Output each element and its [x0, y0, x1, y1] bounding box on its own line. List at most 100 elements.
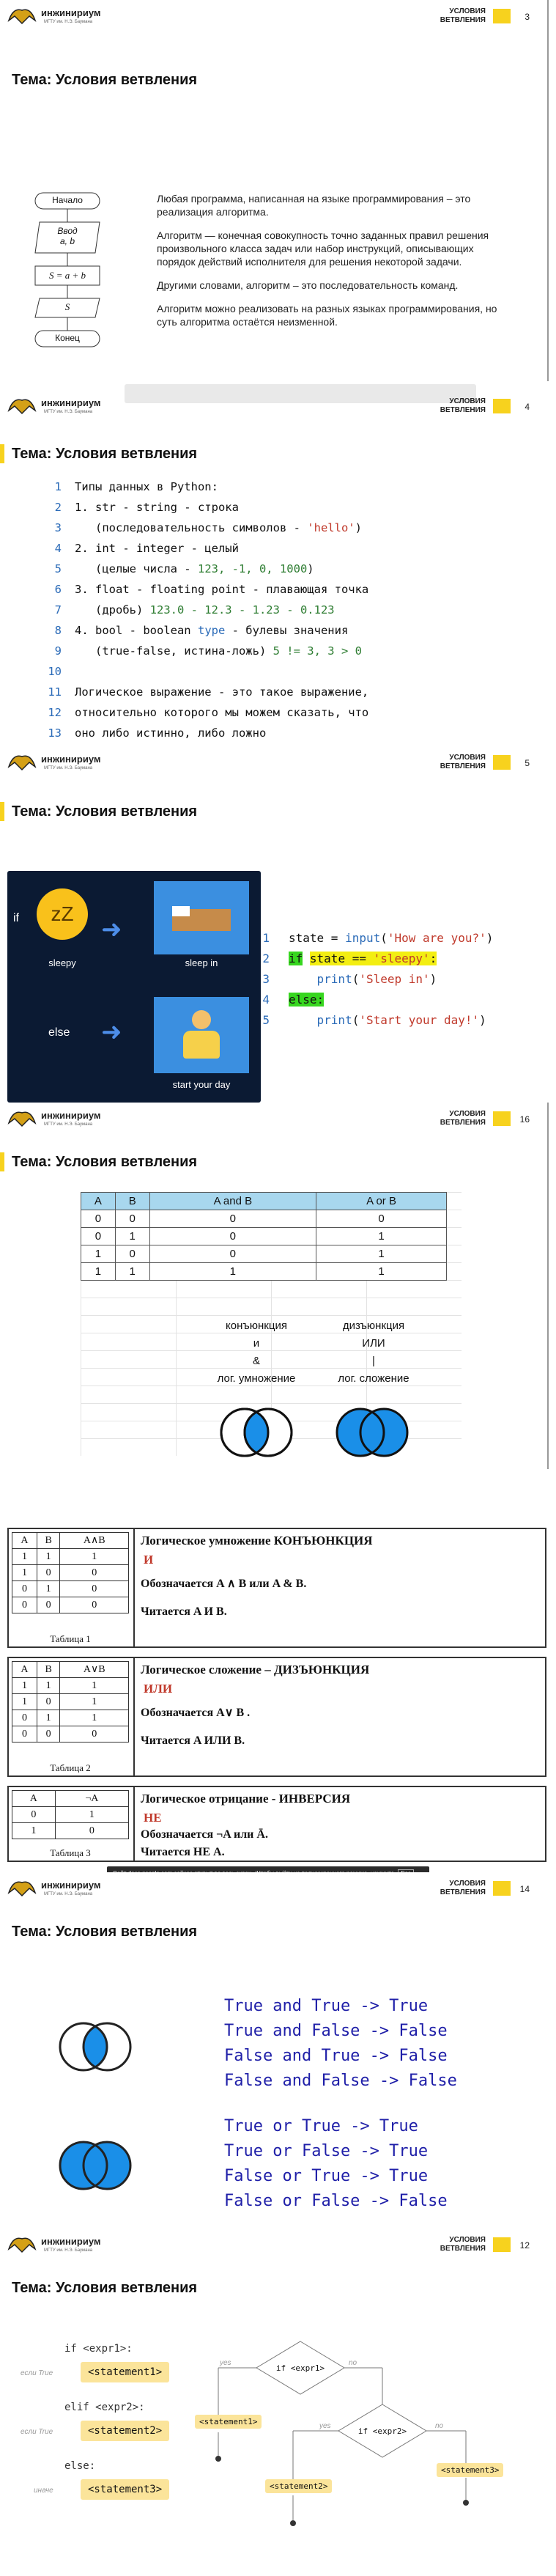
table-caption: Таблица 1	[50, 1633, 91, 1644]
diamond-2-label: if <expr2>	[357, 2426, 407, 2436]
boolean-example: False and True -> False	[224, 2047, 448, 2065]
line-number: 6	[54, 583, 62, 596]
header-cell: A∨B	[59, 1661, 129, 1678]
line-number: 4	[54, 542, 62, 555]
brand-name: инжинириум	[41, 2236, 101, 2247]
flowchart	[34, 192, 100, 347]
brand-sub: МГТУ им. Н.Э. Баумана	[44, 410, 93, 414]
code-line: 5 (целые числа - 123, -1, 0, 1000)	[37, 559, 368, 579]
add-label: лог. сложение	[338, 1372, 409, 1385]
table-cell: 0	[54, 1822, 130, 1839]
line-number: 1	[54, 480, 62, 493]
venn-or-icon	[336, 1407, 409, 1457]
block-line1: Обозначается ¬A или Ā.	[141, 1828, 268, 1841]
pipe-symbol: |	[372, 1355, 375, 1367]
header-accent	[493, 1111, 511, 1126]
header-accent	[493, 2237, 511, 2252]
line-number: 1	[262, 931, 270, 945]
slide-7: инжинириум МГТУ им. Н.Э. Баумана УСЛОВИЯ…	[0, 2229, 556, 2576]
flow-end: Конец	[55, 333, 80, 343]
slide-1: инжинириум МГТУ им. Н.Э. Баумана УСЛОВИЯ…	[0, 0, 556, 381]
slide-title: Тема: Условия ветвления	[12, 1154, 198, 1170]
brand-sub: МГТУ им. Н.Э. Баумана	[44, 20, 93, 24]
table-cell: 0	[12, 1580, 37, 1597]
table-cell: 1	[54, 1806, 130, 1823]
table-cell: 0	[316, 1210, 447, 1228]
sleepy-label: sleepy	[48, 957, 76, 968]
table-cell: 1	[316, 1262, 447, 1281]
table-cell: 0	[59, 1580, 129, 1597]
page-number: 14	[519, 1884, 530, 1894]
block-title: Логическое отрицание - ИНВЕРСИЯ	[141, 1792, 351, 1806]
brand-name: инжинириум	[41, 1880, 101, 1891]
block-line1: Обозначается A∨ B .	[141, 1707, 251, 1719]
header-cell: ¬A	[54, 1790, 130, 1807]
table-cell: 0	[149, 1210, 317, 1228]
logo-icon	[7, 755, 37, 771]
elif-true-note: если True	[21, 2428, 53, 2436]
flow-statement1: <statement1>	[195, 2415, 262, 2429]
logo-icon	[7, 1111, 37, 1127]
header-cell: A or B	[316, 1192, 447, 1210]
title-accent	[0, 444, 4, 463]
table-cell: 0	[36, 1564, 61, 1581]
if-else-illustration: if zZ sleepy ➜ sleep in else ➜ start you…	[7, 871, 261, 1103]
table-cell: 0	[81, 1227, 116, 1245]
code-line: 3 (последовательность символов - 'hello'…	[37, 518, 368, 538]
line-number: 12	[48, 706, 62, 719]
logo-icon	[7, 399, 37, 415]
table-cell: 0	[114, 1210, 150, 1228]
conj-label: конъюнкция	[226, 1320, 287, 1332]
flow-output: S	[64, 301, 70, 312]
if-label: if	[13, 912, 19, 924]
block-title: Логическое умножение КОНЪЮНКЦИЯ	[141, 1534, 373, 1548]
table-cell: 1	[59, 1548, 129, 1565]
line-number: 13	[48, 726, 62, 740]
brand-sub: МГТУ им. Н.Э. Баумана	[44, 2248, 93, 2253]
brand-name: инжинириум	[41, 397, 101, 408]
yes-label: yes	[220, 2359, 231, 2367]
brand-sub: МГТУ им. Н.Э. Баумана	[44, 1892, 93, 1896]
line-number: 2	[262, 952, 270, 965]
yes-label: yes	[319, 2422, 331, 2430]
line-number: 3	[54, 521, 62, 534]
header-accent	[493, 9, 511, 23]
header-accent	[493, 755, 511, 770]
header-accent	[493, 399, 511, 413]
header-cell: A	[81, 1192, 116, 1210]
flow-statement3: <statement3>	[437, 2463, 504, 2477]
slide-title: Тема: Условия ветвления	[12, 2280, 198, 2296]
disj-label: дизъюнкция	[342, 1320, 405, 1332]
arrow-right-icon: ➜	[101, 916, 122, 943]
video-bar	[125, 384, 476, 403]
code-line: 9 (true-false, истина-ложь) 5 != 3, 3 > …	[37, 641, 368, 661]
else-line: else:	[64, 2460, 96, 2472]
boolean-example: False or False -> False	[224, 2192, 448, 2210]
table-caption: Таблица 3	[50, 1847, 91, 1858]
line-number: 5	[262, 1013, 270, 1027]
table-cell: 1	[12, 1548, 37, 1565]
slide-6: инжинириум МГТУ им. Н.Э. Баумана УСЛОВИЯ…	[0, 1872, 556, 2224]
statement3: <statement3>	[81, 2479, 170, 2500]
slide-edge	[547, 1103, 549, 1469]
title-accent	[0, 802, 4, 821]
slide-header: инжинириум МГТУ им. Н.Э. Баумана УСЛОВИЯ…	[0, 0, 556, 29]
slide-header: инжинириум МГТУ им. Н.Э. Баумана УСЛОВИЯ…	[0, 746, 556, 776]
table-cell: 1	[81, 1245, 116, 1263]
